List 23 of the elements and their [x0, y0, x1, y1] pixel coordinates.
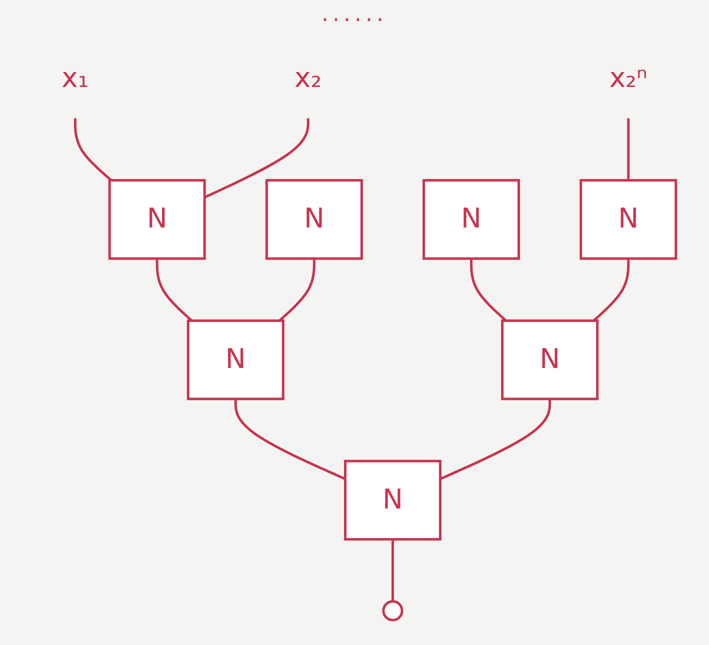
- connector: [470, 258, 507, 322]
- node-box: [501, 319, 599, 400]
- connector: [74, 118, 112, 182]
- connector: [592, 258, 630, 322]
- node-box: [422, 179, 520, 260]
- connector: [278, 258, 316, 322]
- node-box: [108, 179, 206, 260]
- connector: [440, 398, 552, 480]
- node-box: [186, 319, 284, 400]
- node-box: [580, 179, 678, 260]
- node-circle: [382, 600, 404, 622]
- connector: [391, 539, 394, 602]
- ellipsis-dots: ......: [322, 2, 388, 27]
- connector: [204, 118, 310, 198]
- node-text: x₂: [294, 64, 322, 95]
- node-box: [344, 460, 442, 541]
- node-text: x₁: [62, 64, 89, 95]
- connector: [234, 398, 346, 480]
- node-text: x₂ⁿ: [609, 64, 648, 95]
- connector: [627, 118, 630, 180]
- connector: [156, 258, 193, 322]
- node-box: [265, 179, 363, 260]
- network-diagram: x₁ x₂ x₂ⁿ N N N N N N N: [0, 30, 709, 630]
